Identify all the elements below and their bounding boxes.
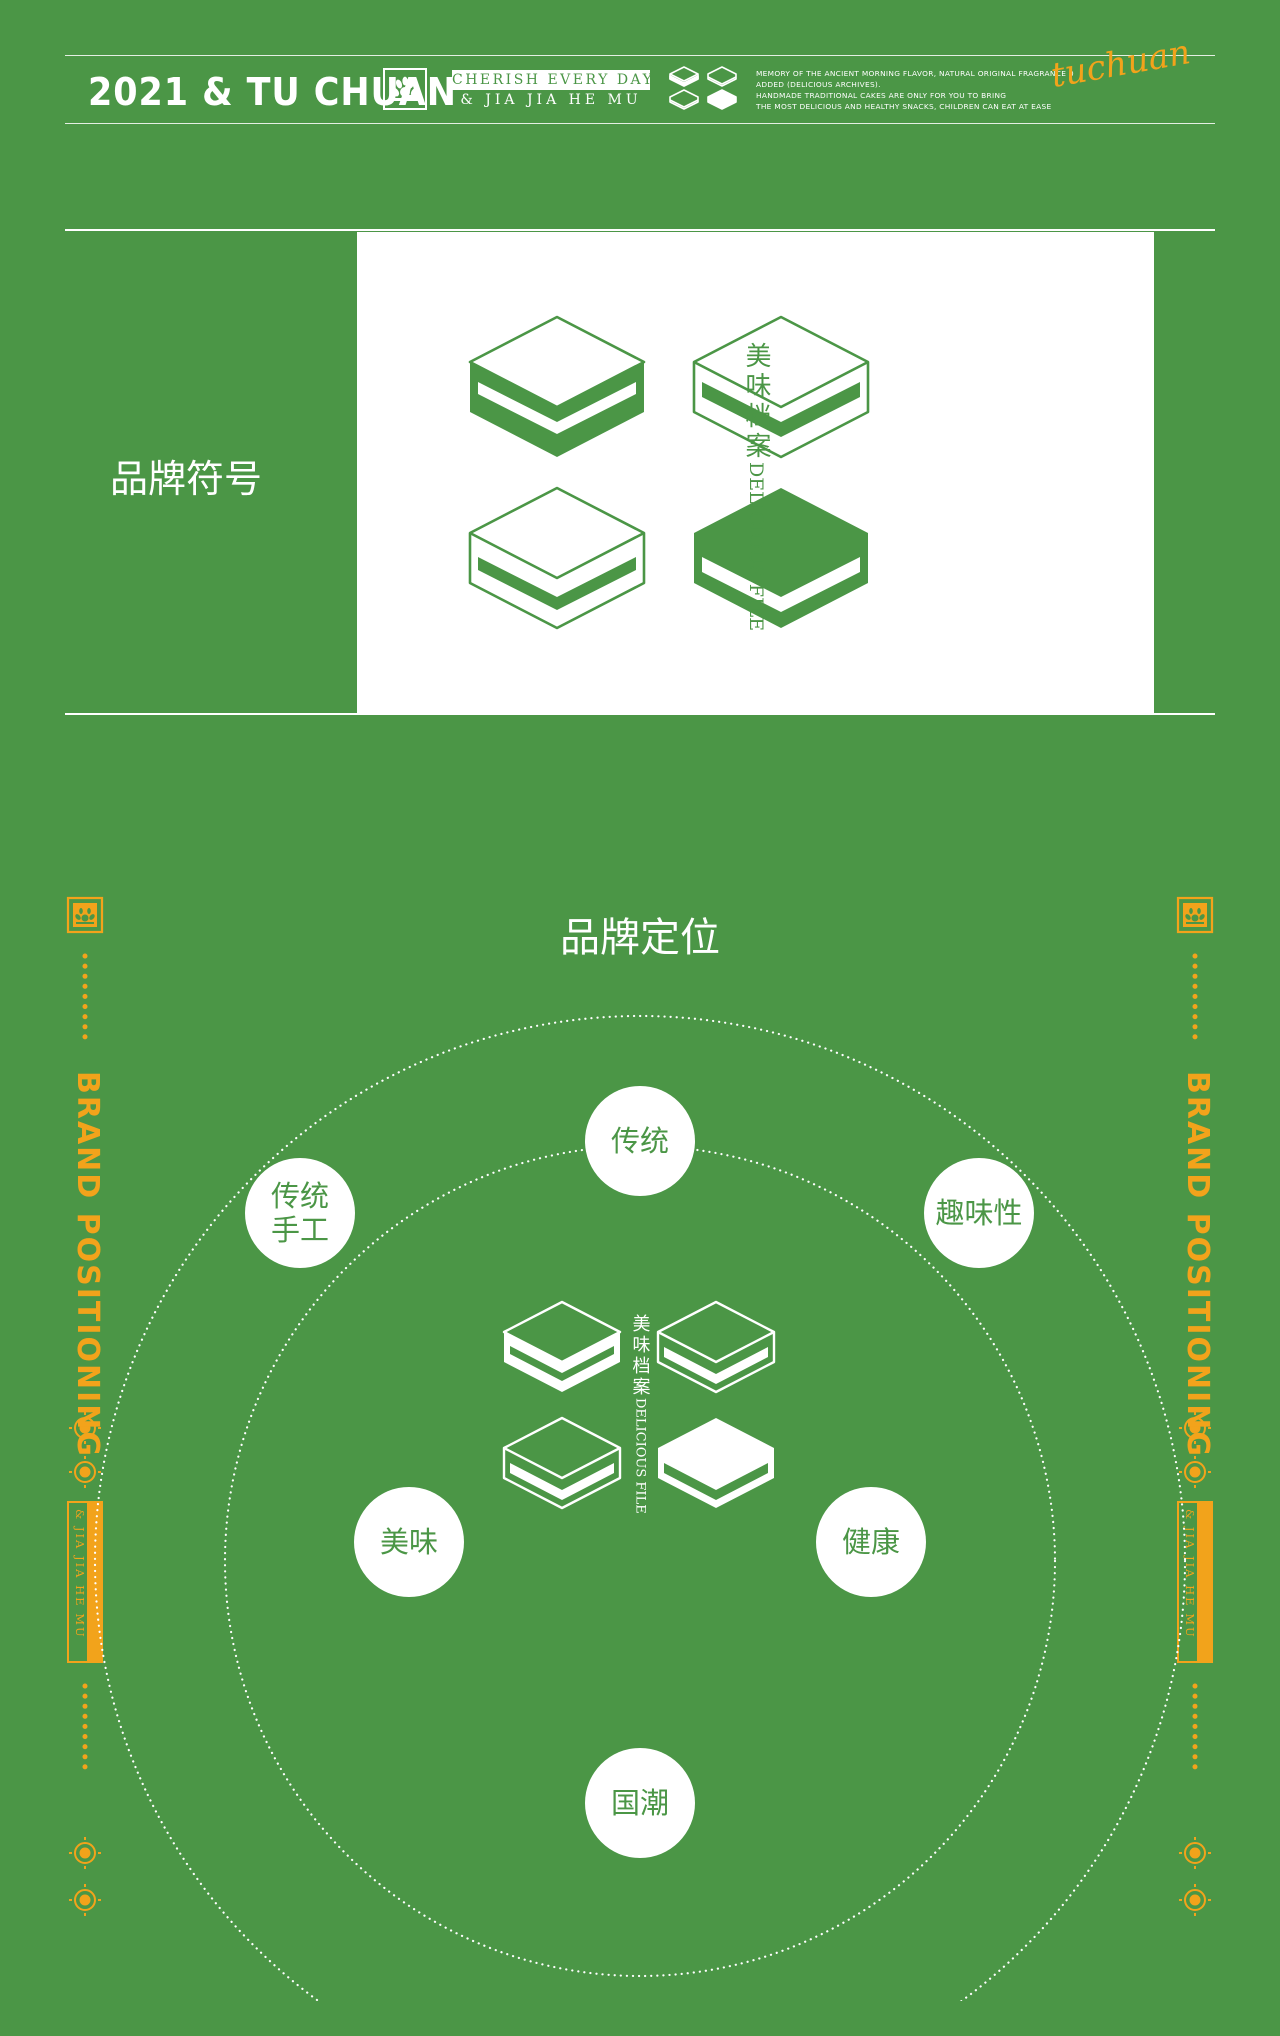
node-label: 手工: [270, 1213, 329, 1247]
positioning-title: 品牌定位: [560, 915, 720, 961]
center-logo-en: DELICIOUS FILE: [633, 1398, 648, 1514]
seal-icon: [383, 68, 427, 110]
note-line: THE MOST DELICIOUS AND HEALTHY SNACKS, C…: [756, 102, 1052, 111]
center-logo: [502, 1300, 776, 1510]
logo-cn-text: 美味档案: [741, 342, 771, 462]
brand-positioning-vertical-text: BRAND POSITIONING: [70, 1071, 105, 1459]
node-delicious: 美味: [354, 1487, 464, 1597]
node-label: 美味: [379, 1525, 438, 1559]
band-bottom-rule: [65, 713, 1215, 715]
seal-icon: [1176, 896, 1214, 934]
logo-en-text: DELICIOUS FILE: [745, 462, 767, 631]
cake-block-logo: 美味档案 DELICIOUS FILE: [468, 315, 870, 631]
side-box-fill: [87, 1503, 101, 1661]
logo-panel: 美味档案 DELICIOUS FILE: [357, 232, 1154, 714]
node-label: 健康: [841, 1525, 900, 1559]
node-guochao: 国潮: [585, 1748, 695, 1858]
side-box-text: & JIA JIA HE MU: [1183, 1509, 1197, 1639]
header-bottom-rule: [65, 123, 1215, 124]
jiajia-text: & JIA JIA HE MU: [460, 92, 642, 108]
flower-icon: [1179, 1884, 1211, 1916]
seal-icon: [66, 896, 104, 934]
note-line: MEMORY OF THE ANCIENT MORNING FLAVOR, NA…: [756, 69, 1074, 78]
brand-symbol-label: 品牌符号: [110, 457, 263, 501]
header-top-rule: [65, 55, 1215, 56]
node-traditional-handmade: 传统 手工: [245, 1158, 355, 1268]
side-box: & JIA JIA HE MU: [67, 1501, 103, 1663]
cake-block-icons: [668, 64, 740, 118]
node-tradition: 传统: [585, 1086, 695, 1196]
flower-icon: [1179, 1456, 1211, 1488]
node-fun: 趣味性: [924, 1158, 1034, 1268]
node-label: 国潮: [610, 1786, 669, 1820]
side-box-fill: [1197, 1503, 1211, 1661]
side-box: & JIA JIA HE MU: [1177, 1501, 1213, 1663]
flower-icon: [69, 1456, 101, 1488]
band-top-rule: [65, 229, 1215, 231]
brand-positioning-vertical-text: BRAND POSITIONING: [1180, 1071, 1215, 1459]
flower-icon: [69, 1837, 101, 1869]
center-logo-cn: 美味档案: [630, 1314, 651, 1398]
cherish-banner: CHERISH EVERY DAY: [452, 70, 655, 90]
header-description: MEMORY OF THE ANCIENT MORNING FLAVOR, NA…: [756, 68, 1076, 112]
note-line: HANDMADE TRADITIONAL CAKES ARE ONLY FOR …: [756, 91, 1007, 100]
node-healthy: 健康: [816, 1487, 926, 1597]
node-label: 趣味性: [935, 1196, 1023, 1230]
node-label: 传统: [270, 1179, 329, 1213]
flower-icon: [69, 1884, 101, 1916]
side-box-text: & JIA JIA HE MU: [73, 1509, 87, 1639]
note-line: ADDED (DELICIOUS ARCHIVES).: [756, 80, 881, 89]
tuchuan-script: tuchuan: [1048, 32, 1194, 96]
node-label: 传统: [610, 1124, 669, 1158]
flower-icon: [1179, 1837, 1211, 1869]
